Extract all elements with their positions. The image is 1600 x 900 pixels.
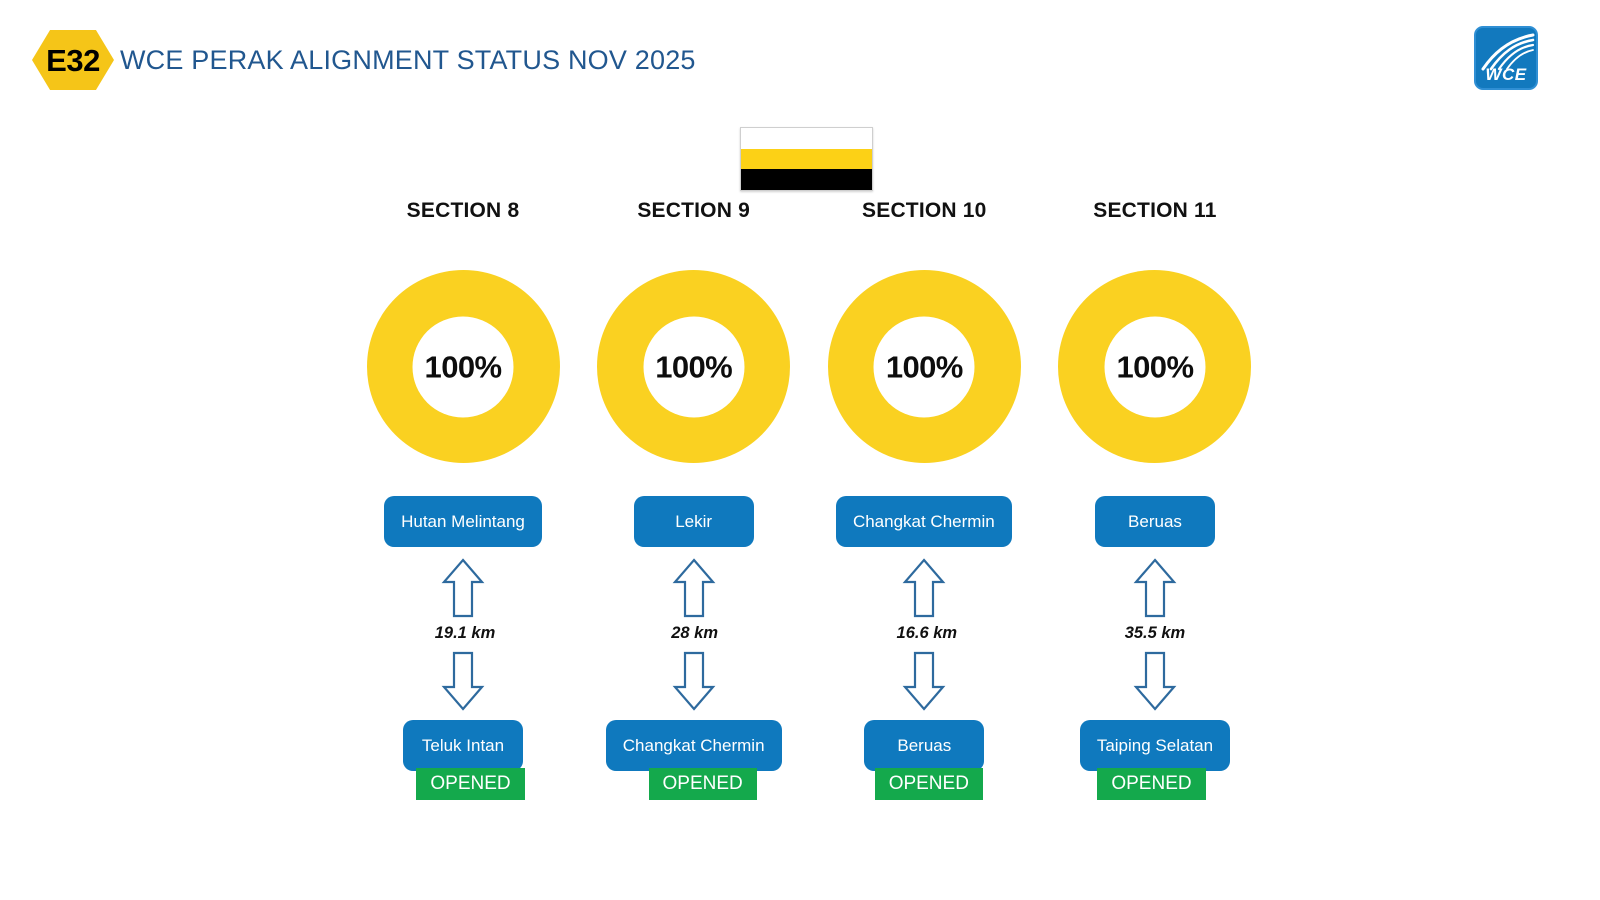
arrow-up-icon	[441, 558, 485, 618]
arrow-up-icon	[902, 558, 946, 618]
node-from[interactable]: Lekir	[633, 496, 754, 547]
arrow-up-icon	[672, 558, 716, 618]
arrow-up-icon	[1133, 558, 1177, 618]
sections-container: SECTION 8 100% Hutan Melintang 19.1 km T…	[355, 200, 1263, 803]
flag-band-white	[741, 128, 872, 149]
arrow-down-icon	[902, 651, 946, 711]
route-badge-label: E32	[46, 42, 100, 78]
donut-percent-label: 100%	[885, 349, 963, 384]
donut-hole: 100%	[643, 316, 745, 417]
distance-label: 19.1 km	[434, 624, 496, 642]
flag-band-black	[741, 169, 872, 190]
status-badge: OPENED	[1097, 767, 1206, 801]
distance-label: 35.5 km	[1124, 624, 1186, 642]
node-from[interactable]: Beruas	[1094, 496, 1215, 547]
status-badge: OPENED	[416, 767, 525, 801]
node-to[interactable]: Teluk Intan	[403, 719, 523, 771]
flag-band-yellow	[741, 148, 872, 170]
section-title: SECTION 8	[406, 199, 520, 222]
section-title: SECTION 9	[637, 199, 750, 222]
section-column-10: SECTION 10 100% Changkat Chermin 16.6 km…	[816, 200, 1032, 803]
progress-donut: 100%	[597, 270, 791, 463]
progress-donut: 100%	[1058, 270, 1252, 463]
section-title: SECTION 11	[1093, 199, 1217, 222]
wce-logo: WCE	[1474, 26, 1538, 90]
node-from[interactable]: Changkat Chermin	[835, 496, 1012, 547]
section-column-11: SECTION 11 100% Beruas 35.5 km Taiping S…	[1047, 200, 1263, 803]
arrow-down-icon	[1133, 651, 1177, 711]
route-badge-e32: E32	[32, 30, 114, 90]
arrow-down-icon	[672, 651, 716, 711]
distance-label: 28 km	[671, 624, 719, 642]
status-badge: OPENED	[648, 767, 757, 801]
arrow-group: 16.6 km	[892, 547, 958, 712]
distance-label: 16.6 km	[896, 624, 958, 642]
progress-donut: 100%	[827, 270, 1021, 463]
header: E32 WCE PERAK ALIGNMENT STATUS NOV 2025	[32, 30, 696, 90]
arrow-group: 19.1 km	[431, 547, 496, 712]
arrow-down-icon	[441, 651, 485, 711]
node-to[interactable]: Changkat Chermin	[605, 719, 782, 771]
donut-hole: 100%	[873, 316, 975, 417]
highway-lines-icon	[1481, 33, 1535, 71]
wce-logo-text: WCE	[1485, 65, 1527, 84]
arrow-group: 28 km	[669, 547, 718, 712]
donut-hole: 100%	[1104, 316, 1206, 417]
section-column-9: SECTION 9 100% Lekir 28 km Changkat Cher…	[586, 200, 802, 803]
perak-state-flag	[740, 127, 873, 191]
donut-hole: 100%	[412, 316, 514, 417]
status-badge: OPENED	[874, 767, 983, 801]
node-from[interactable]: Hutan Melintang	[384, 496, 542, 547]
donut-percent-label: 100%	[655, 349, 733, 384]
progress-donut: 100%	[366, 270, 560, 463]
donut-percent-label: 100%	[424, 349, 502, 384]
donut-percent-label: 100%	[1116, 349, 1194, 384]
arrow-group: 35.5 km	[1124, 547, 1186, 712]
page-title: WCE PERAK ALIGNMENT STATUS NOV 2025	[120, 44, 696, 75]
node-to[interactable]: Beruas	[864, 719, 985, 771]
section-column-8: SECTION 8 100% Hutan Melintang 19.1 km T…	[355, 200, 571, 803]
section-title: SECTION 10	[862, 199, 987, 222]
node-to[interactable]: Taiping Selatan	[1079, 719, 1231, 771]
